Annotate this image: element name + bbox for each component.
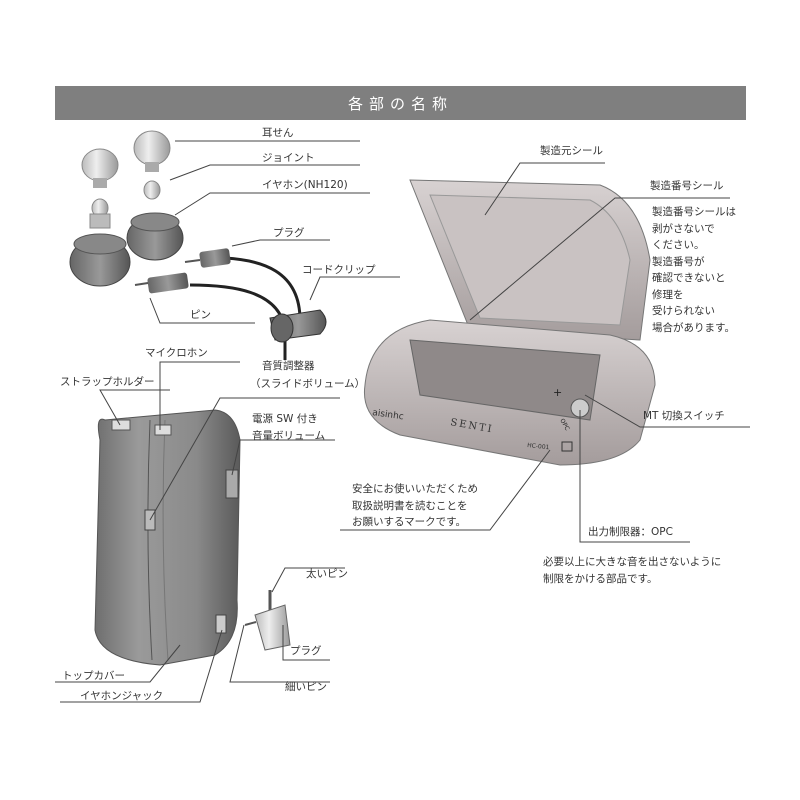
note-line: 剥がさないで [652, 222, 715, 235]
label-opc: 出力制限器：OPC [588, 526, 673, 538]
opc-note: 必要以上に大きな音を出さないように 制限をかける部品です。 [543, 554, 721, 587]
label-top-cover: トップカバー [62, 670, 125, 682]
label-ear-tip: 耳せん [262, 127, 294, 139]
label-thick-pin: 太いピン [306, 568, 348, 580]
note-line: 安全にお使いいただくため [352, 483, 478, 495]
label-cord-clip: コードクリップ [302, 264, 376, 276]
case-leader-lines [340, 162, 750, 543]
note-line: 取扱説明書を読むことを [352, 499, 468, 512]
cord-clip-illustration [269, 309, 327, 343]
warning-mark-icon [561, 441, 573, 452]
label-plug-detail: プラグ [290, 645, 322, 657]
note-line: 修理を [652, 288, 684, 301]
plug-illustration [134, 248, 231, 294]
ear-tip-illustration [81, 130, 171, 188]
warning-note: 安全にお使いいただくため 取扱説明書を読むことを お願いするマークです。 [352, 481, 478, 531]
label-volume: 音量ボリューム [252, 430, 326, 442]
label-pin: ピン [190, 309, 211, 321]
note-line: ください。 [652, 239, 705, 251]
earphone-illustration [69, 212, 184, 287]
label-thin-pin: 細いピン [285, 681, 327, 693]
brand-logo: aisinhc [372, 408, 405, 422]
plus-mark: + [553, 386, 562, 399]
joint-illustration [89, 180, 161, 229]
battery-case-illustration: aisinhc SENTI HC-001 + OPC [363, 179, 656, 466]
hearing-aid-body-illustration [94, 409, 241, 666]
label-earphone-jack: イヤホンジャック [80, 690, 164, 702]
label-joint: ジョイント [262, 152, 315, 164]
note-line: 必要以上に大きな音を出さないように [543, 556, 722, 568]
label-plug: プラグ [273, 227, 305, 239]
label-power-sw: 電源 SW 付き [252, 413, 318, 425]
note-line: 製造番号シールは [652, 206, 736, 218]
body-leader-lines [55, 361, 345, 703]
note-line: 場合があります。 [652, 321, 735, 334]
label-strap-holder: ストラップホルダー [60, 376, 155, 388]
label-mt-switch: MT 切換スイッチ [643, 410, 725, 422]
section-title-banner: 各部の名称 [55, 86, 746, 120]
label-maker-seal: 製造元シール [540, 145, 603, 157]
section-title: 各部の名称 [347, 94, 453, 113]
label-serial-seal: 製造番号シール [650, 180, 724, 192]
earphone-leader-lines [149, 140, 400, 324]
label-earphone: イヤホン(NH120) [262, 179, 348, 191]
label-microphone: マイクロホン [145, 347, 208, 359]
note-line: お願いするマークです。 [352, 516, 467, 528]
note-line: 受けられない [652, 305, 715, 317]
note-line: 製造番号が [652, 255, 705, 268]
note-line: 制限をかける部品です。 [543, 572, 658, 585]
label-tone-control: 音質調整器 [262, 360, 315, 372]
plug-detail-illustration [244, 590, 291, 651]
serial-seal-note: 製造番号シールは 剥がさないで ください。 製造番号が 確認できないと 修理を … [652, 204, 736, 336]
model-number: HC-001 [527, 442, 550, 451]
note-line: 確認できないと [652, 272, 726, 284]
label-tone-control-sub: （スライドボリューム） [250, 378, 366, 390]
